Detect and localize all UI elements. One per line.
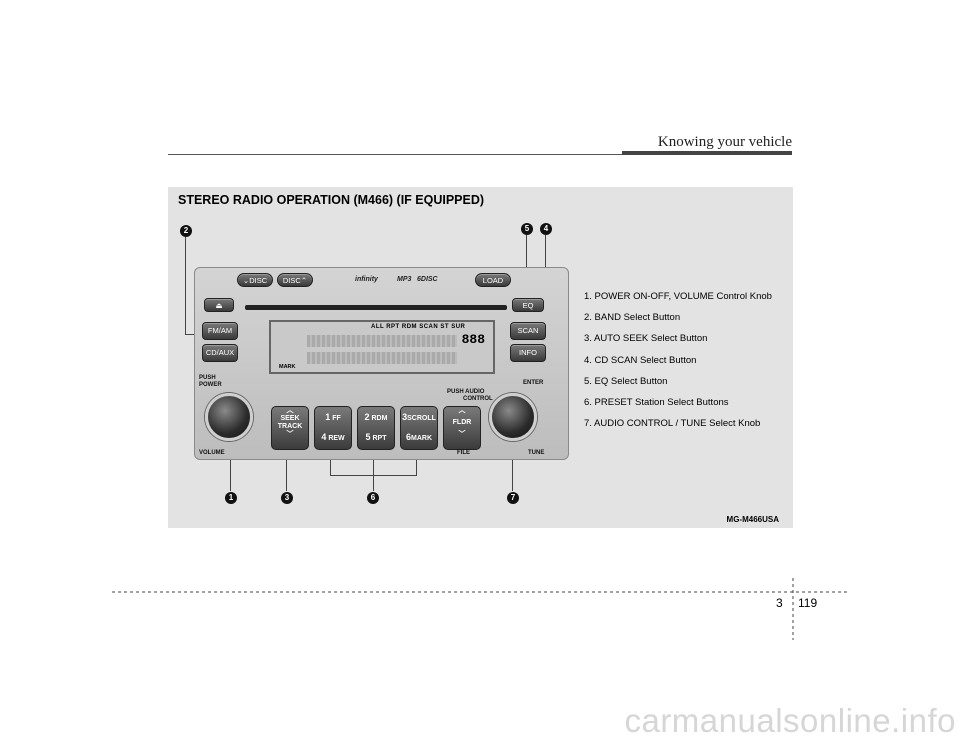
chevron-up-icon: ︿ — [458, 407, 466, 414]
figure-title: STEREO RADIO OPERATION (M466) (IF EQUIPP… — [178, 193, 485, 207]
legend-item: 2. BAND Select Button — [584, 312, 681, 324]
callout-6: 6 — [367, 492, 379, 504]
scan-button[interactable]: SCAN — [510, 322, 546, 340]
infinity-logo: infinity — [355, 276, 378, 283]
display-segments-top — [307, 335, 457, 347]
legend-item: 6. PRESET Station Select Buttons — [584, 396, 729, 408]
fm-am-button[interactable]: FM/AM — [202, 322, 238, 340]
callout-2: 2 — [180, 225, 192, 237]
callout-7: 7 — [507, 492, 519, 504]
header-bar — [622, 151, 792, 155]
eject-button[interactable]: ⏏ — [204, 298, 234, 312]
leader-line-6b — [373, 445, 374, 491]
preset-3-6-button[interactable]: 3SCROLL 6MARK — [400, 406, 438, 450]
leader-line-3 — [286, 443, 287, 491]
file-label: FILE — [457, 450, 470, 456]
watermark: carmanualsonline.info — [624, 702, 956, 739]
leader-line-2b — [185, 334, 201, 335]
display-segments-bottom — [307, 352, 457, 364]
legend-list: 1. POWER ON-OFF, VOLUME Control Knob 2. … — [584, 291, 772, 439]
info-button[interactable]: INFO — [510, 344, 546, 362]
chevron-down-icon: ﹀ — [286, 431, 294, 438]
cd-slot — [245, 305, 507, 310]
leader-line-6c — [416, 445, 417, 475]
mp3-logo: MP3 — [397, 276, 412, 283]
leader-line-5 — [526, 235, 527, 297]
chevron-up-icon: ⌃ — [300, 276, 308, 285]
legend-item: 1. POWER ON-OFF, VOLUME Control Knob — [584, 291, 772, 302]
section-title: Knowing your vehicle — [657, 134, 792, 150]
fldr-button[interactable]: ︿ FLDR ﹀ — [443, 406, 481, 450]
legend-item: 3. AUTO SEEK Select Button — [584, 333, 708, 345]
cd-aux-button[interactable]: CD/AUX — [202, 344, 238, 362]
callout-1: 1 — [225, 492, 237, 504]
chevron-up-icon: ︿ — [286, 407, 294, 414]
preset-2-5-button[interactable]: 2 RDM 5 RPT — [357, 406, 395, 450]
legend-item: 5. EQ Select Button — [584, 375, 668, 387]
section-number: 3 — [776, 596, 783, 610]
callout-3: 3 — [281, 492, 293, 504]
display-mark: MARK — [279, 364, 296, 370]
chevron-down-icon: ⌄ — [242, 276, 250, 285]
callout-4: 4 — [540, 223, 552, 235]
leader-line-6d — [330, 475, 417, 476]
volume-knob[interactable] — [205, 393, 253, 441]
eject-icon: ⏏ — [215, 301, 223, 310]
header-rule — [168, 154, 622, 155]
disc-up-button[interactable]: DISC⌃ — [277, 273, 313, 287]
leader-line-2 — [185, 237, 186, 335]
display-indicators: ALL RPT RDM SCAN ST SUR — [371, 324, 466, 330]
display-digits: 888 — [461, 332, 485, 347]
enter-label: ENTER — [523, 380, 544, 386]
tune-knob[interactable] — [489, 393, 537, 441]
volume-label: VOLUME — [199, 450, 225, 456]
load-button[interactable]: LOAD — [475, 273, 511, 287]
callout-5: 5 — [521, 223, 533, 235]
disc-logo: 6DISC — [417, 276, 438, 283]
lcd-display: ALL RPT RDM SCAN ST SUR 888 MARK — [269, 320, 495, 374]
preset-1-4-button[interactable]: 1 FF 4 REW — [314, 406, 352, 450]
eq-button[interactable]: EQ — [512, 298, 544, 312]
disc-down-button[interactable]: ⌄DISC — [237, 273, 273, 287]
leader-line-6a — [330, 445, 331, 475]
figure-panel: STEREO RADIO OPERATION (M466) (IF EQUIPP… — [168, 187, 793, 528]
figure-code: MG-M466USA — [726, 515, 779, 524]
tune-label: TUNE — [528, 450, 545, 456]
legend-item: 4. CD SCAN Select Button — [584, 354, 697, 366]
seek-track-button[interactable]: ︿ SEEK TRACK ﹀ — [271, 406, 309, 450]
radio-faceplate: ⌄DISC DISC⌃ infinity MP3 6DISC LOAD ⏏ EQ… — [194, 267, 569, 460]
legend-item: 7. AUDIO CONTROL / TUNE Select Knob — [584, 418, 761, 430]
page-number: 119 — [798, 596, 818, 610]
chevron-down-icon: ﹀ — [458, 431, 466, 438]
